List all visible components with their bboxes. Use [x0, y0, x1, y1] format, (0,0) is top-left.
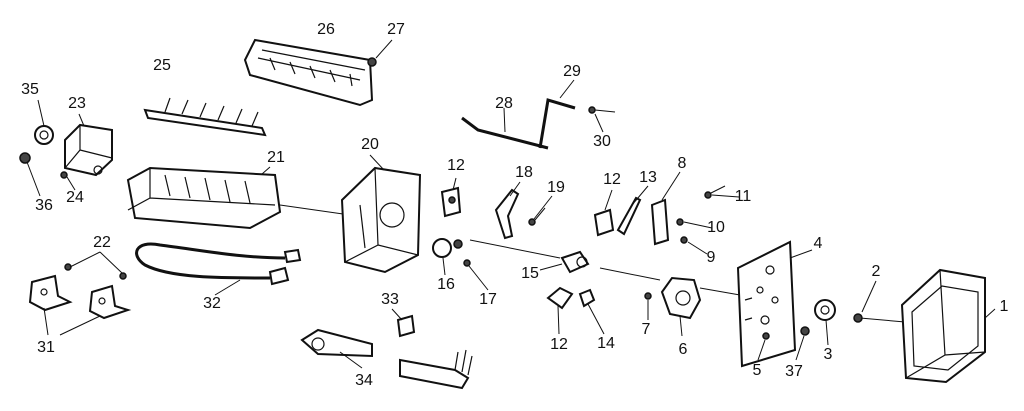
callout-17: 17	[479, 291, 497, 308]
callout-5: 5	[753, 362, 762, 379]
callout-30: 30	[593, 133, 611, 150]
part-1-front-cover	[900, 268, 986, 384]
part-21-ice-mold	[126, 166, 282, 230]
part-13-link	[616, 196, 642, 236]
part-27-screw	[367, 39, 393, 67]
part-15-valve	[560, 250, 590, 274]
callout-22: 22	[93, 234, 111, 251]
part-37-nut	[800, 326, 810, 336]
part-19-screw	[528, 207, 546, 226]
part-36-nut	[19, 152, 31, 164]
part-16-thermostat	[432, 238, 463, 258]
part-2-screw	[853, 313, 863, 323]
callout-labels: 35 23 36 24 25 26 27 21 22 31 32 20 12 1…	[21, 21, 1008, 389]
callout-32: 32	[203, 295, 221, 312]
callout-25: 25	[153, 57, 171, 74]
part-14-gear	[578, 288, 596, 308]
part-33-clip	[396, 314, 416, 338]
part-6-motor	[660, 276, 702, 320]
callout-27: 27	[387, 21, 405, 38]
part-10-screw	[676, 218, 684, 226]
part-35-washer	[34, 125, 54, 145]
callout-18: 18	[515, 164, 533, 181]
part-8-bracket	[650, 198, 670, 246]
callout-19: 19	[547, 179, 565, 196]
callout-2: 2	[872, 263, 881, 280]
part-22-screws	[64, 263, 127, 280]
callout-10: 10	[707, 219, 725, 236]
callout-20: 20	[361, 136, 379, 153]
part-24-screw	[60, 171, 76, 191]
callout-4: 4	[814, 235, 823, 252]
part-5-screw	[762, 332, 770, 340]
part-29-arm	[538, 98, 576, 149]
callout-21: 21	[267, 149, 285, 166]
callout-16: 16	[437, 276, 455, 293]
callout-35: 35	[21, 81, 39, 98]
callout-leaders	[26, 79, 996, 369]
callout-28: 28	[495, 95, 513, 112]
part-34-fill-tube	[300, 328, 473, 390]
part-18-lever	[494, 188, 520, 240]
part-12-switch-a	[440, 186, 462, 218]
callout-12c: 12	[550, 336, 568, 353]
part-25-ejector-blade	[143, 97, 267, 137]
part-17-screw	[463, 259, 471, 267]
part-31-brackets	[28, 274, 132, 320]
callout-6: 6	[679, 341, 688, 358]
callout-31: 31	[37, 339, 55, 356]
callout-15: 15	[521, 265, 539, 282]
part-32-heater	[135, 242, 302, 286]
callout-36: 36	[35, 197, 53, 214]
callout-23: 23	[68, 95, 86, 112]
part-3-gear-wheel	[814, 299, 836, 321]
callout-7: 7	[642, 321, 651, 338]
callout-9: 9	[707, 249, 716, 266]
part-30-clip	[588, 106, 616, 114]
part-12-switch-b	[593, 208, 615, 237]
part-11-screw	[704, 185, 726, 199]
callout-13: 13	[639, 169, 657, 186]
part-28-shutoff-arm	[461, 116, 549, 150]
assembly-axis-line	[279, 204, 906, 323]
callout-33: 33	[381, 291, 399, 308]
callout-24: 24	[66, 189, 84, 206]
part-23-motor-cover	[64, 123, 113, 177]
callout-34: 34	[355, 372, 373, 389]
part-4-mounting-plate	[736, 240, 797, 368]
callout-1: 1	[1000, 298, 1009, 315]
part-26-ejector-rail	[243, 38, 374, 107]
callout-11: 11	[735, 188, 752, 205]
callout-3: 3	[824, 346, 833, 363]
part-9-screw	[680, 236, 688, 244]
callout-37: 37	[785, 363, 803, 380]
callout-29: 29	[563, 63, 581, 80]
part-12-cam-c	[546, 286, 574, 310]
callout-12b: 12	[603, 171, 621, 188]
part-7-screw	[644, 292, 652, 300]
part-20-housing	[340, 166, 422, 274]
callout-14: 14	[597, 335, 615, 352]
callout-8: 8	[678, 155, 687, 172]
callout-26: 26	[317, 21, 335, 38]
callout-12a: 12	[447, 157, 465, 174]
